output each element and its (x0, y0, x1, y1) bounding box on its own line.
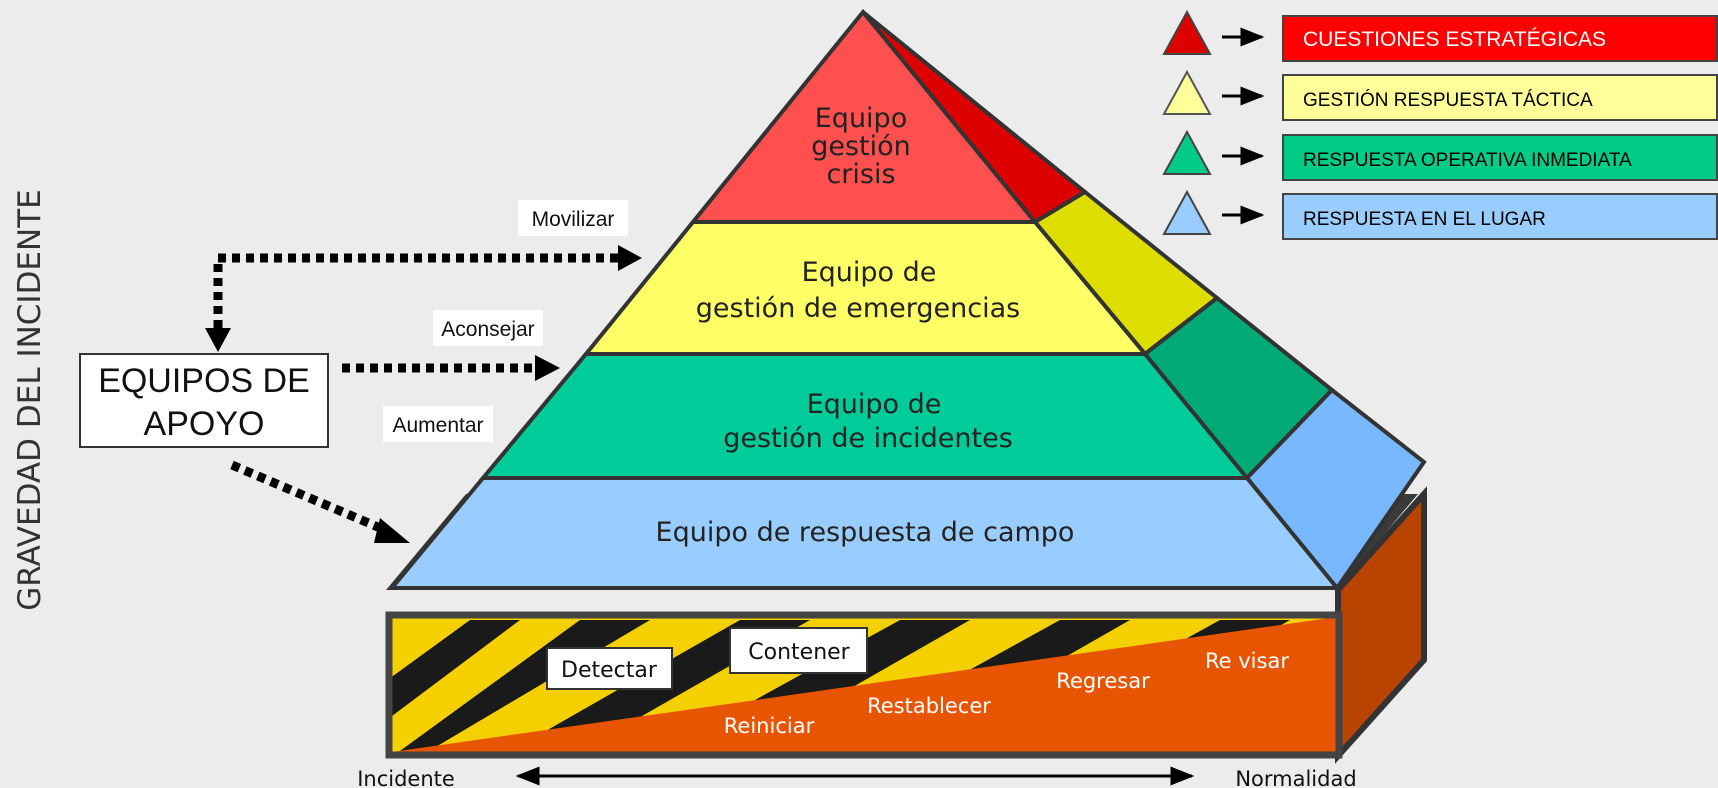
legend-box-yellow (1282, 74, 1718, 121)
incident-line1: Equipo de (807, 389, 942, 420)
advise-label-bg (433, 310, 543, 346)
legend-triangle-green (1162, 129, 1212, 175)
pyramid (387, 8, 1427, 592)
support-teams-box (79, 353, 329, 448)
crisis-line1: Equipo (815, 103, 907, 134)
legend-box-green (1282, 134, 1718, 181)
legend-triangle-blue (1162, 189, 1212, 235)
legend-label-red: CUESTIONES ESTRATÉGICAS (1303, 28, 1606, 51)
crisis-line2: gestión (811, 131, 911, 162)
contain-box (729, 627, 868, 674)
recovery-wedge (392, 617, 1336, 752)
legend-label-blue: RESPUESTA EN EL LUGAR (1303, 209, 1546, 230)
legend-box-blue (1282, 193, 1718, 240)
incident-line2: gestión de incidentes (723, 423, 1013, 454)
advise-arrowhead (535, 355, 560, 381)
augment-label-bg (383, 406, 493, 442)
augment-arrow (230, 460, 387, 535)
contain-label: Contener (748, 640, 850, 665)
field-line1: Equipo de respuesta de campo (656, 517, 1075, 548)
mobilize-label-bg (518, 200, 628, 236)
phase-reiniciar: Reiniciar (724, 714, 815, 738)
augment-label: Aumentar (392, 414, 483, 437)
detect-label: Detectar (561, 658, 658, 683)
timeline-end-label: Normalidad (1235, 767, 1356, 788)
emergency-line2: gestión de emergencias (696, 293, 1020, 324)
mobilize-arrowhead-down (205, 328, 231, 352)
vertical-axis-label: GRAVEDAD DEL INCIDENTE (12, 189, 48, 610)
mobilize-label: Movilizar (532, 208, 615, 231)
advise-label: Aconsejar (441, 318, 534, 341)
detect-box (546, 647, 673, 690)
phase-regresar: Regresar (1056, 669, 1150, 693)
timeline-start-label: Incidente (357, 767, 455, 788)
support-teams-line2: APOYO (144, 405, 265, 443)
emergency-line1: Equipo de (802, 257, 937, 288)
legend-box-red (1282, 15, 1718, 62)
legend-triangle-yellow (1162, 69, 1212, 115)
phase-restablecer: Restablecer (867, 694, 991, 718)
legend-label-green: RESPUESTA OPERATIVA INMEDIATA (1303, 150, 1632, 171)
phase-revisar: Re visar (1205, 649, 1289, 673)
mobilize-arrowhead-right (618, 245, 642, 271)
crisis-line3: crisis (826, 159, 895, 190)
legend-triangle-red (1162, 9, 1212, 55)
level-field (387, 476, 1342, 590)
augment-arrowhead (374, 518, 410, 543)
support-teams-line1: EQUIPOS DE (98, 362, 310, 400)
legend: CUESTIONES ESTRATÉGICAS GESTIÓN RESPUEST… (1162, 9, 1718, 240)
legend-label-yellow: GESTIÓN RESPUESTA TÁCTICA (1303, 89, 1593, 111)
mobilize-arrow (213, 253, 618, 330)
